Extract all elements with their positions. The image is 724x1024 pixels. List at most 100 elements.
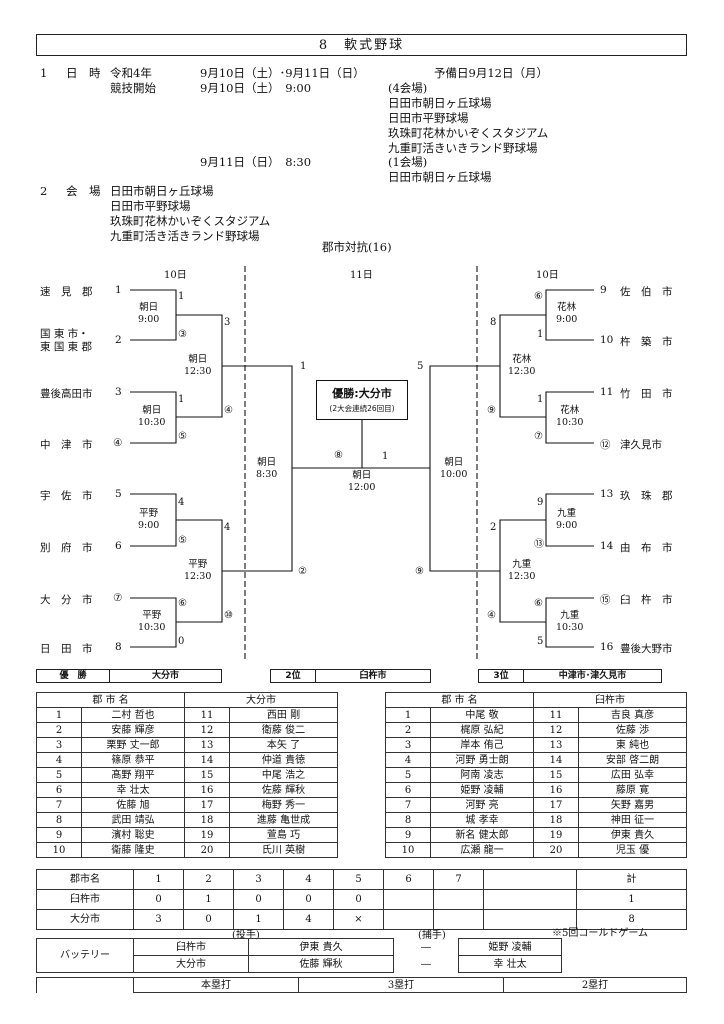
player-name: 阿南 凌志 [430,767,534,783]
player-name: 武田 靖弘 [81,812,185,828]
match-slot: 平野 12:30 [184,559,212,582]
player-name: 東 純也 [578,737,687,753]
player-name: 萱島 巧 [229,827,338,843]
venue-item: 日田市朝日ヶ丘球場 [110,184,214,198]
player-no: 1 [36,707,82,723]
match-slot: 朝日 12:30 [184,354,212,377]
player-name: 矢野 嘉男 [578,797,687,813]
venue-num: 2 [40,184,48,198]
team-name-left: 中 津 市 [40,439,93,451]
score: 4 [178,497,185,508]
table-row: 大分市 3 0 1 4 × 8 [36,909,687,930]
player-no: 16 [533,782,579,798]
venue-line: 九重町活きいきランド野球場 [388,141,538,155]
team-name-left: 大 分 市 [40,594,93,606]
result-team: 中津市･津久見市 [558,671,627,681]
bracket-line [499,314,546,418]
double-header: 2塁打 [503,977,687,993]
match-slot: 花林 9:00 [556,302,578,325]
day-label-left: 10日 [164,270,187,281]
player-no: 17 [533,797,579,813]
champion-box: 優勝:大分市 (2大会連続26回目) [316,380,408,420]
player-no: 3 [36,737,82,753]
player-no: 17 [184,797,230,813]
match-slot: 花林 12:30 [508,354,536,377]
player-name: 佐藤 輝秋 [229,782,338,798]
score: ⑤ [178,535,187,546]
result-team: 大分市 [151,671,179,681]
player-name: 衛藤 俊二 [229,722,338,738]
team-seed-left: 1 [115,284,122,296]
team-name-right: 豊後大野市 [620,643,673,655]
score: ⑬ [534,539,544,550]
triple-header: 3塁打 [298,977,504,993]
player-no: 3 [385,737,431,753]
score: 0 [178,636,185,647]
score-total: 8 [576,909,687,930]
battery-pitcher: 佐藤 輝秋 [248,955,394,973]
pitcher-heading: (投手) [232,930,260,941]
start-label: 競技開始 [110,81,156,95]
hits-label-cell [36,977,134,993]
player-no: 1 [385,707,431,723]
result-third: 3位 中津市･津久見市 [478,669,662,683]
venues-count-2: (1会場) [388,155,428,169]
scoreboard-note: ※5回コールドゲーム [552,928,649,939]
player-no: 9 [385,827,431,843]
player-name: 幸 壮太 [81,782,185,798]
venue-item: 日田市平野球場 [110,199,191,213]
venue-line: 玖珠町花林かいぞくスタジアム [388,126,549,140]
player-no: 11 [184,707,230,723]
start-day2: 9月11日（日） 8:30 [200,155,312,169]
player-name: 広田 弘幸 [578,767,687,783]
score-cell [433,889,484,910]
score: ⑧ [334,450,343,461]
player-name: 西田 剛 [229,707,338,723]
bracket-line [545,289,594,341]
player-name: 佐藤 旭 [81,797,185,813]
score: ② [298,566,307,577]
team-seed-left: ⑦ [113,592,123,604]
result-team: 臼杵市 [359,671,387,681]
player-name: 進藤 亀世成 [229,812,338,828]
result-label: 2位 [271,670,316,682]
player-no: 14 [184,752,230,768]
score: 1 [537,329,544,340]
battery-spacer [562,956,687,973]
score: ⑦ [534,431,543,442]
player-no: 11 [533,707,579,723]
score: 5 [537,636,544,647]
score-header: 6 [383,869,434,890]
table-row: バッテリー 臼杵市 伊東 貴久 ― 姫野 凌輔 [36,938,687,973]
team-seed-left: ④ [113,437,123,449]
match-slot: 九重 12:30 [508,559,536,582]
player-no: 15 [533,767,579,783]
score: ⑥ [178,598,187,609]
team-seed-right: 10 [600,334,614,346]
player-name: 伊東 貴久 [578,827,687,843]
team-seed-right: 13 [600,488,614,500]
bracket-line [545,391,594,444]
match-slot: 九重 9:00 [556,508,578,531]
match-slot: 朝日 9:00 [138,302,160,325]
player-no: 12 [533,722,579,738]
player-name: 広瀬 龍一 [430,842,534,858]
scoreboard-table: 郡市名 1 2 3 4 5 6 7 計 臼杵市 0 1 0 0 0 1 大分市 … [36,869,687,930]
score-cell: 0 [183,909,234,930]
start-day1: 9月10日（土） 9:00 [200,81,312,95]
team-seed-right: 9 [600,284,607,296]
player-name: 岸本 侑己 [430,737,534,753]
match-slot: 朝日 12:00 [348,470,376,493]
day-label-center: 11日 [350,270,373,281]
